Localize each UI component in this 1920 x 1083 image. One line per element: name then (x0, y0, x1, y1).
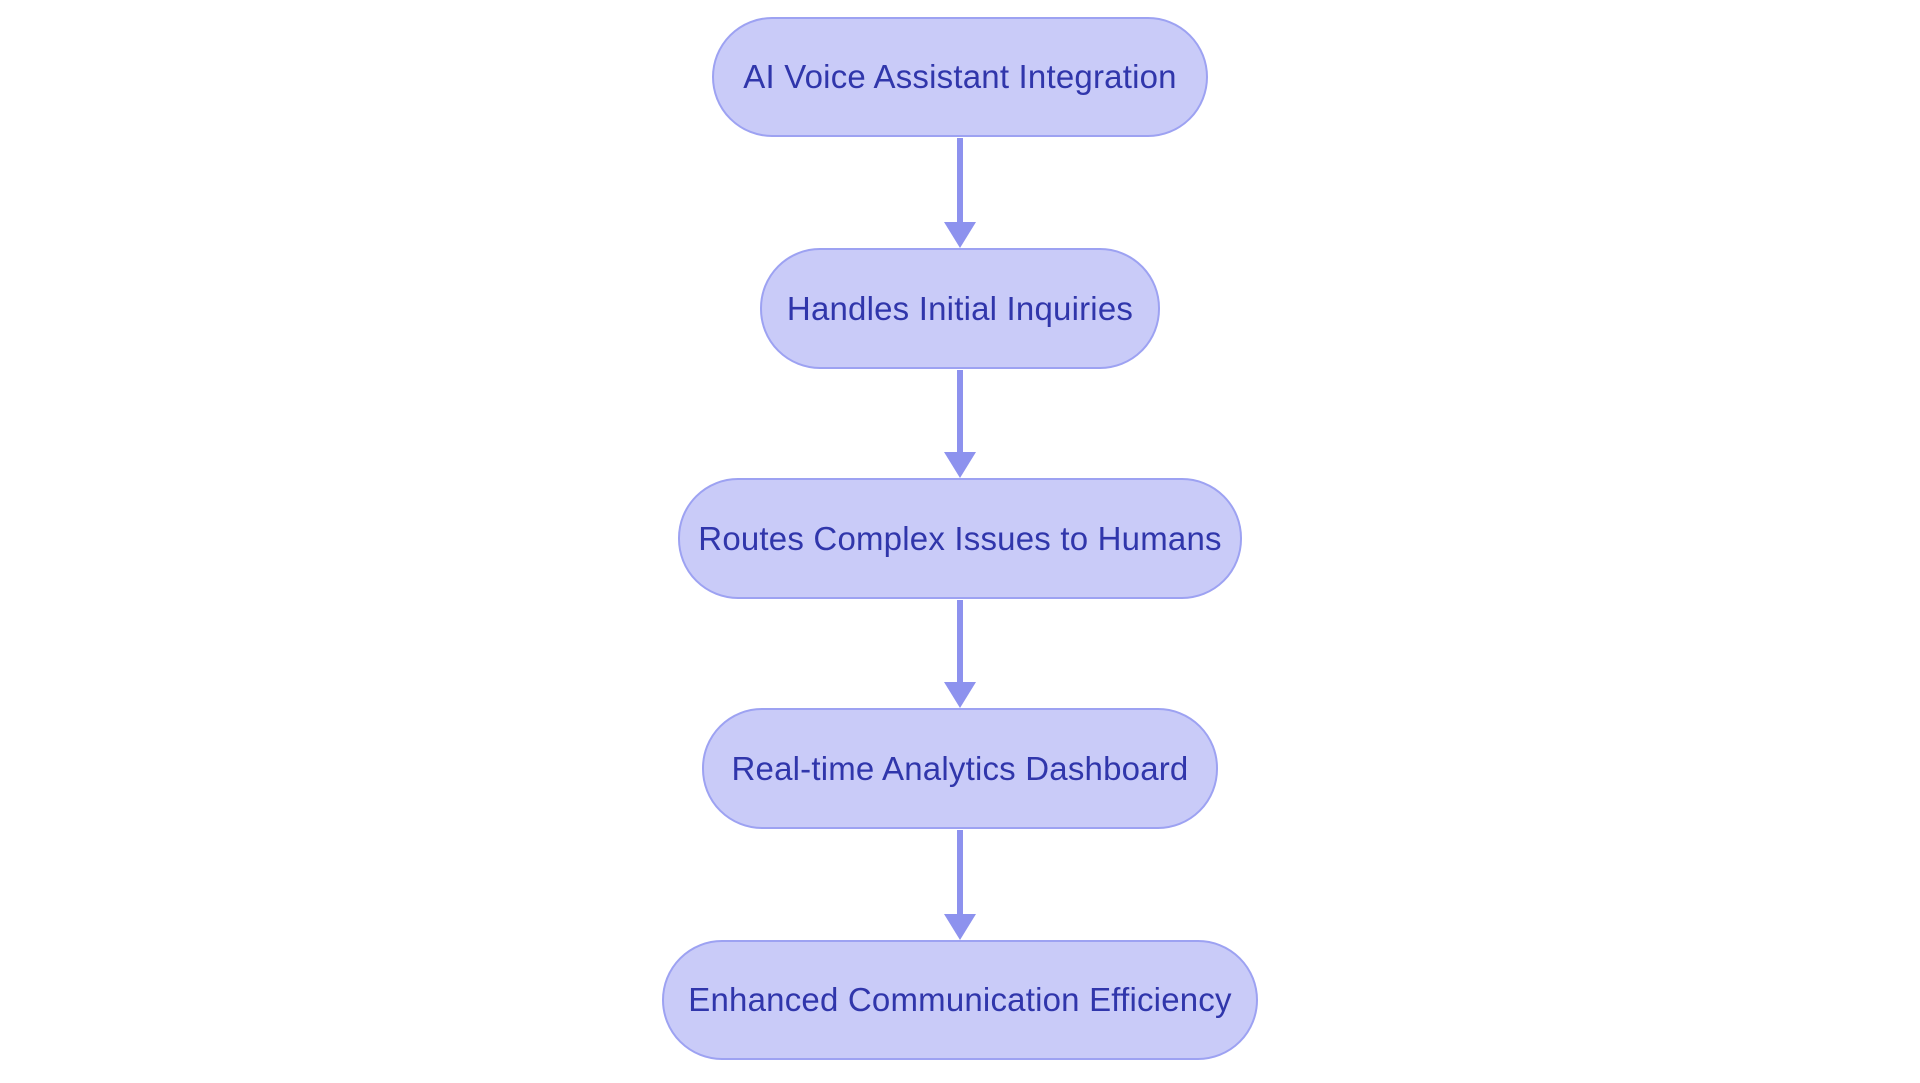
flow-arrow-n3-n4 (944, 600, 976, 708)
flow-node-label: Enhanced Communication Efficiency (688, 981, 1232, 1018)
flow-node-real-time-analytics-dashboard: Real-time Analytics Dashboard (702, 708, 1218, 829)
flow-arrow-n2-n3 (944, 370, 976, 478)
flow-arrow-n4-n5 (944, 830, 976, 940)
flow-node-label: AI Voice Assistant Integration (743, 58, 1177, 95)
flow-node-handles-initial-inquiries: Handles Initial Inquiries (760, 248, 1160, 369)
flow-node-label: Real-time Analytics Dashboard (731, 749, 1189, 787)
flow-node-routes-complex-issues-to-humans: Routes Complex Issues to Humans (678, 478, 1242, 599)
flow-node-label: Handles Initial Inquiries (786, 289, 1134, 327)
flow-arrow-n1-n2 (944, 138, 976, 248)
flow-node-ai-voice-assistant-integration: AI Voice Assistant Integration (712, 17, 1208, 137)
flow-node-label: Routes Complex Issues to Humans (698, 519, 1222, 557)
flow-node-enhanced-communication-efficiency: Enhanced Communication Efficiency (662, 940, 1258, 1060)
